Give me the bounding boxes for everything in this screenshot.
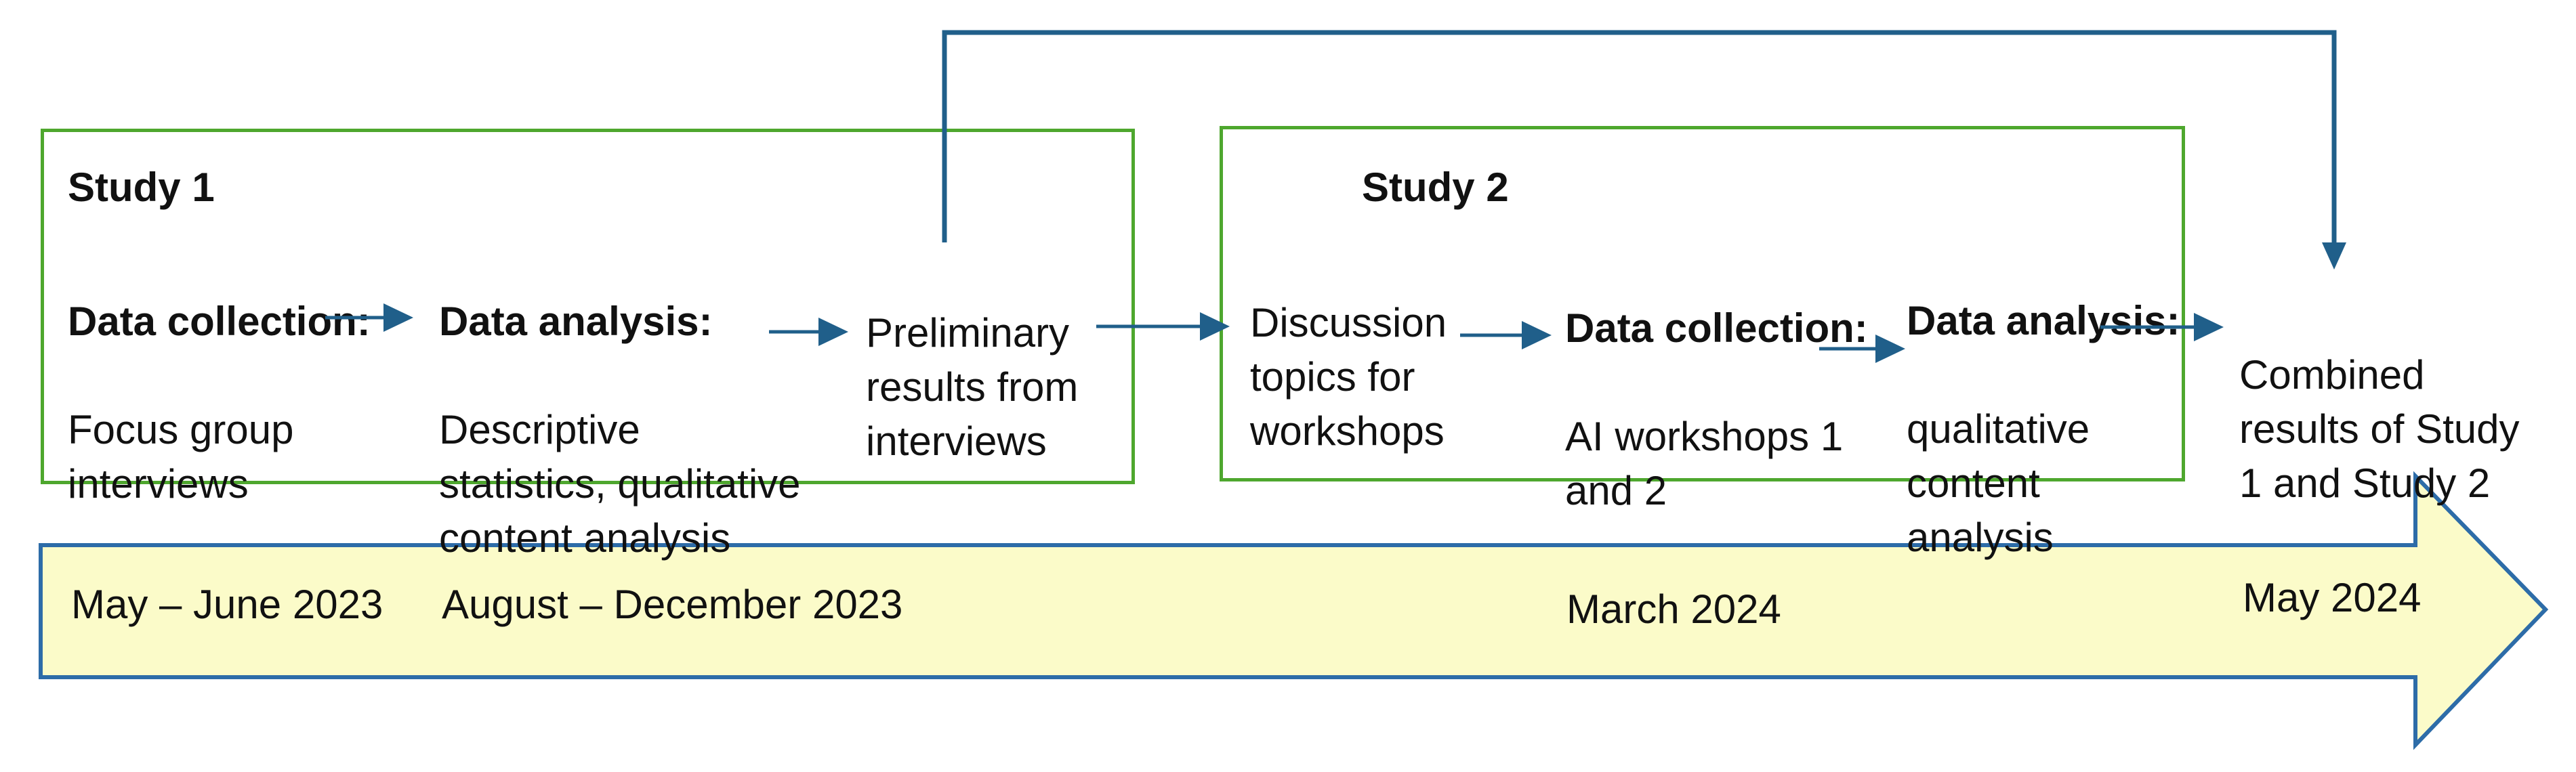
- timeline-date-august-december-2023: August – December 2023: [442, 582, 903, 627]
- timeline-date-may-june-2023: May – June 2023: [71, 582, 383, 627]
- study2-title: Study 2: [1362, 165, 1509, 210]
- study1-data-collection-heading: Data collection:: [68, 299, 371, 344]
- study1-data-collection-body: Focus group interviews: [68, 407, 294, 507]
- study1-title: Study 1: [68, 165, 215, 210]
- study1-data-analysis-heading: Data analysis:: [439, 299, 713, 344]
- study2-discussion-topics: Discussion topics for workshops: [1250, 300, 1447, 454]
- study2-data-analysis-body: qualitative content analysis: [1907, 406, 2090, 560]
- timeline-date-march-2024: March 2024: [1566, 586, 1781, 632]
- study2-data-collection: Data collection: AI workshops 1 and 2: [1565, 247, 1868, 572]
- study1-data-analysis-body: Descriptive statistics, qualitative cont…: [439, 407, 801, 561]
- study2-data-collection-body: AI workshops 1 and 2: [1565, 414, 1844, 513]
- study2-data-collection-heading: Data collection:: [1565, 305, 1868, 351]
- study1-data-analysis: Data analysis: Descriptive statistics, q…: [439, 240, 801, 620]
- study1-data-collection: Data collection: Focus group interviews: [68, 240, 371, 565]
- study2-data-analysis-heading: Data analysis:: [1907, 298, 2180, 343]
- study2-data-analysis: Data analysis: qualitative content analy…: [1907, 240, 2180, 619]
- combined-results: Combined results of Study 1 and Study 2: [2239, 352, 2520, 506]
- timeline-date-may-2024: May 2024: [2243, 575, 2422, 620]
- study1-preliminary-results: Preliminary results from interviews: [866, 310, 1079, 464]
